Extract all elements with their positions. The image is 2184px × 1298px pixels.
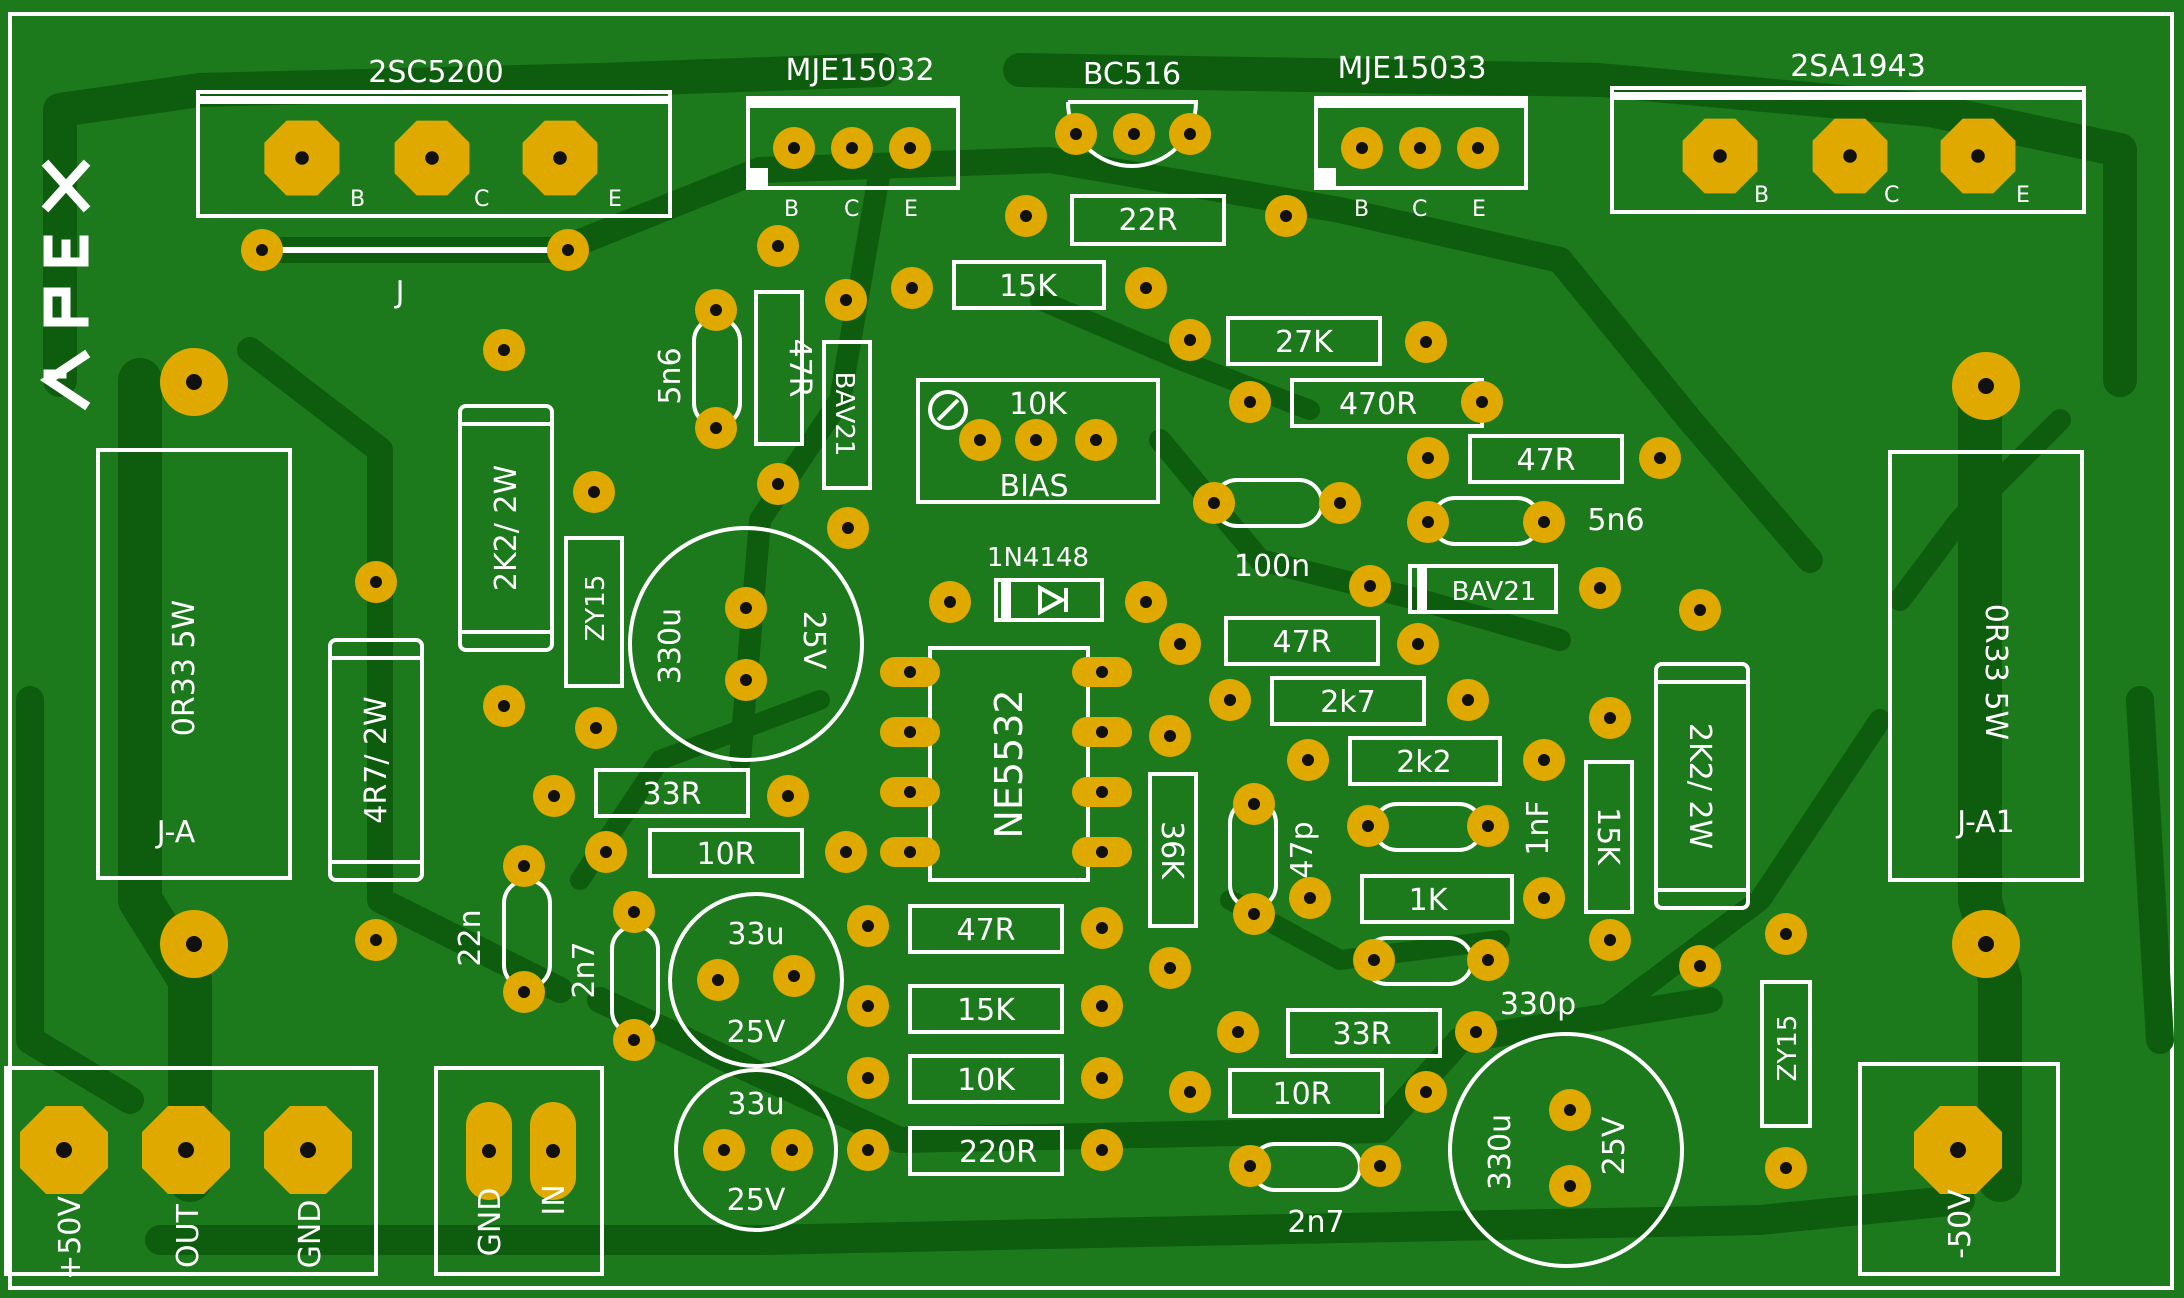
silk-labels: 2SC5200 MJE15032 BC516 MJE15033 2SA1943 … bbox=[53, 49, 2030, 1280]
label-terminal-out: OUT bbox=[171, 1203, 206, 1268]
pin-label: B bbox=[1754, 183, 1769, 208]
board-outline bbox=[8, 12, 2174, 1290]
label-diode: BAV21 bbox=[829, 372, 859, 457]
pin-label: C bbox=[474, 187, 489, 212]
label-bc516: BC516 bbox=[1083, 57, 1181, 92]
label-pot: 10K bbox=[1009, 387, 1068, 422]
label-cap: 1nF bbox=[1521, 800, 1556, 855]
label-cap: 100n bbox=[1234, 549, 1310, 584]
label-resistor: 220R bbox=[959, 1135, 1037, 1170]
q-2sa1943-outline bbox=[1610, 86, 2086, 214]
label-cap: 330p bbox=[1500, 987, 1576, 1022]
pin-label: B bbox=[350, 187, 365, 212]
label-diode: 1N4148 bbox=[987, 543, 1089, 573]
label-resistor: 33R bbox=[1332, 1017, 1391, 1052]
label-resistor: 2K2/ 2W bbox=[1682, 723, 1717, 849]
label-resistor: 2k2 bbox=[1396, 745, 1452, 780]
label-zener: ZY15 bbox=[581, 575, 611, 642]
pin-label: C bbox=[844, 197, 859, 222]
label-pot: BIAS bbox=[1000, 469, 1069, 504]
label-cap: 25V bbox=[727, 1183, 786, 1218]
label-jumper: J bbox=[394, 275, 405, 310]
pin-label: C bbox=[1884, 183, 1899, 208]
label-resistor: 27K bbox=[1275, 325, 1334, 360]
label-resistor: 2K2/ 2W bbox=[489, 465, 524, 591]
label-cap: 25V bbox=[796, 611, 831, 670]
label-resistor: 15K bbox=[1590, 807, 1625, 866]
label-resistor: 2k7 bbox=[1320, 685, 1376, 720]
label-cap: 25V bbox=[1597, 1116, 1632, 1175]
label-resistor: 0R33 5W bbox=[1978, 604, 2013, 740]
label-cap: 330u bbox=[1483, 1114, 1518, 1190]
label-2sa1943: 2SA1943 bbox=[1790, 49, 1926, 84]
label-cap: 47p bbox=[1285, 821, 1320, 878]
label-cap: 33u bbox=[727, 1087, 784, 1122]
label-resistor: 10K bbox=[957, 1063, 1016, 1098]
label-ne5532: NE5532 bbox=[987, 689, 1031, 838]
label-resistor: 15K bbox=[999, 269, 1058, 304]
label-terminal-minus50v: -50V bbox=[1943, 1189, 1978, 1259]
r-0r33-left-body bbox=[96, 448, 292, 880]
label-cap: 2n7 bbox=[1287, 1205, 1344, 1240]
r-0r33-right-body bbox=[1888, 450, 2084, 882]
label-resistor: 470R bbox=[1339, 387, 1417, 422]
label-terminal-input-gnd: GND bbox=[473, 1188, 508, 1257]
silkscreen bbox=[4, 86, 2086, 1276]
apex-logo bbox=[39, 159, 91, 411]
q-2sc5200-outline bbox=[196, 90, 672, 218]
label-terminal-in: IN bbox=[537, 1184, 572, 1215]
label-mje15032: MJE15032 bbox=[785, 53, 934, 88]
label-cap: 33u bbox=[727, 917, 784, 952]
label-cap: 5n6 bbox=[653, 347, 688, 404]
label-resistor: 47R bbox=[1272, 625, 1331, 660]
label-resistor: J-A1 bbox=[1955, 805, 2015, 840]
label-mje15033: MJE15033 bbox=[1337, 51, 1486, 86]
label-terminal-plus50v: +50V bbox=[53, 1196, 88, 1280]
label-resistor: J-A bbox=[155, 815, 196, 850]
pin-label: C bbox=[1412, 197, 1427, 222]
pin-label: B bbox=[784, 197, 799, 222]
label-cap: 22n bbox=[453, 909, 488, 966]
pin-label: E bbox=[608, 187, 622, 212]
pin-label: B bbox=[1354, 197, 1369, 222]
q-mje15032-outline bbox=[746, 96, 960, 190]
label-resistor: 10R bbox=[1272, 1077, 1331, 1112]
label-resistor: 0R33 5W bbox=[167, 600, 202, 736]
label-resistor: 33R bbox=[642, 777, 701, 812]
q-mje15033-outline bbox=[1314, 96, 1528, 190]
label-cap: 330u bbox=[653, 608, 688, 684]
pin-label: E bbox=[904, 197, 918, 222]
terminal-neg-outline bbox=[1858, 1062, 2060, 1276]
label-cap: 5n6 bbox=[1587, 503, 1644, 538]
label-resistor: 47R bbox=[782, 338, 817, 397]
label-resistor: 10R bbox=[696, 837, 755, 872]
pin-label: E bbox=[2016, 183, 2030, 208]
label-resistor: 47R bbox=[956, 913, 1015, 948]
label-resistor: 15K bbox=[957, 993, 1016, 1028]
label-diode: BAV21 bbox=[1452, 577, 1537, 607]
pin-label: E bbox=[1472, 197, 1486, 222]
label-resistor: 36K bbox=[1154, 821, 1189, 880]
ic-ne5532-outline bbox=[928, 646, 1090, 882]
pads bbox=[20, 113, 2020, 1207]
label-resistor: 47R bbox=[1516, 443, 1575, 478]
label-cap: 2n7 bbox=[567, 941, 602, 998]
label-resistor: 22R bbox=[1118, 203, 1177, 238]
terminal-power-outline bbox=[4, 1066, 378, 1276]
label-resistor: 1K bbox=[1409, 883, 1449, 918]
label-resistor: 4R7/ 2W bbox=[359, 696, 394, 823]
label-2sc5200: 2SC5200 bbox=[368, 55, 503, 90]
label-zener: ZY15 bbox=[1773, 1015, 1803, 1082]
terminal-input-outline bbox=[434, 1066, 604, 1276]
label-cap: 25V bbox=[727, 1015, 786, 1050]
label-terminal-gnd: GND bbox=[293, 1200, 328, 1269]
